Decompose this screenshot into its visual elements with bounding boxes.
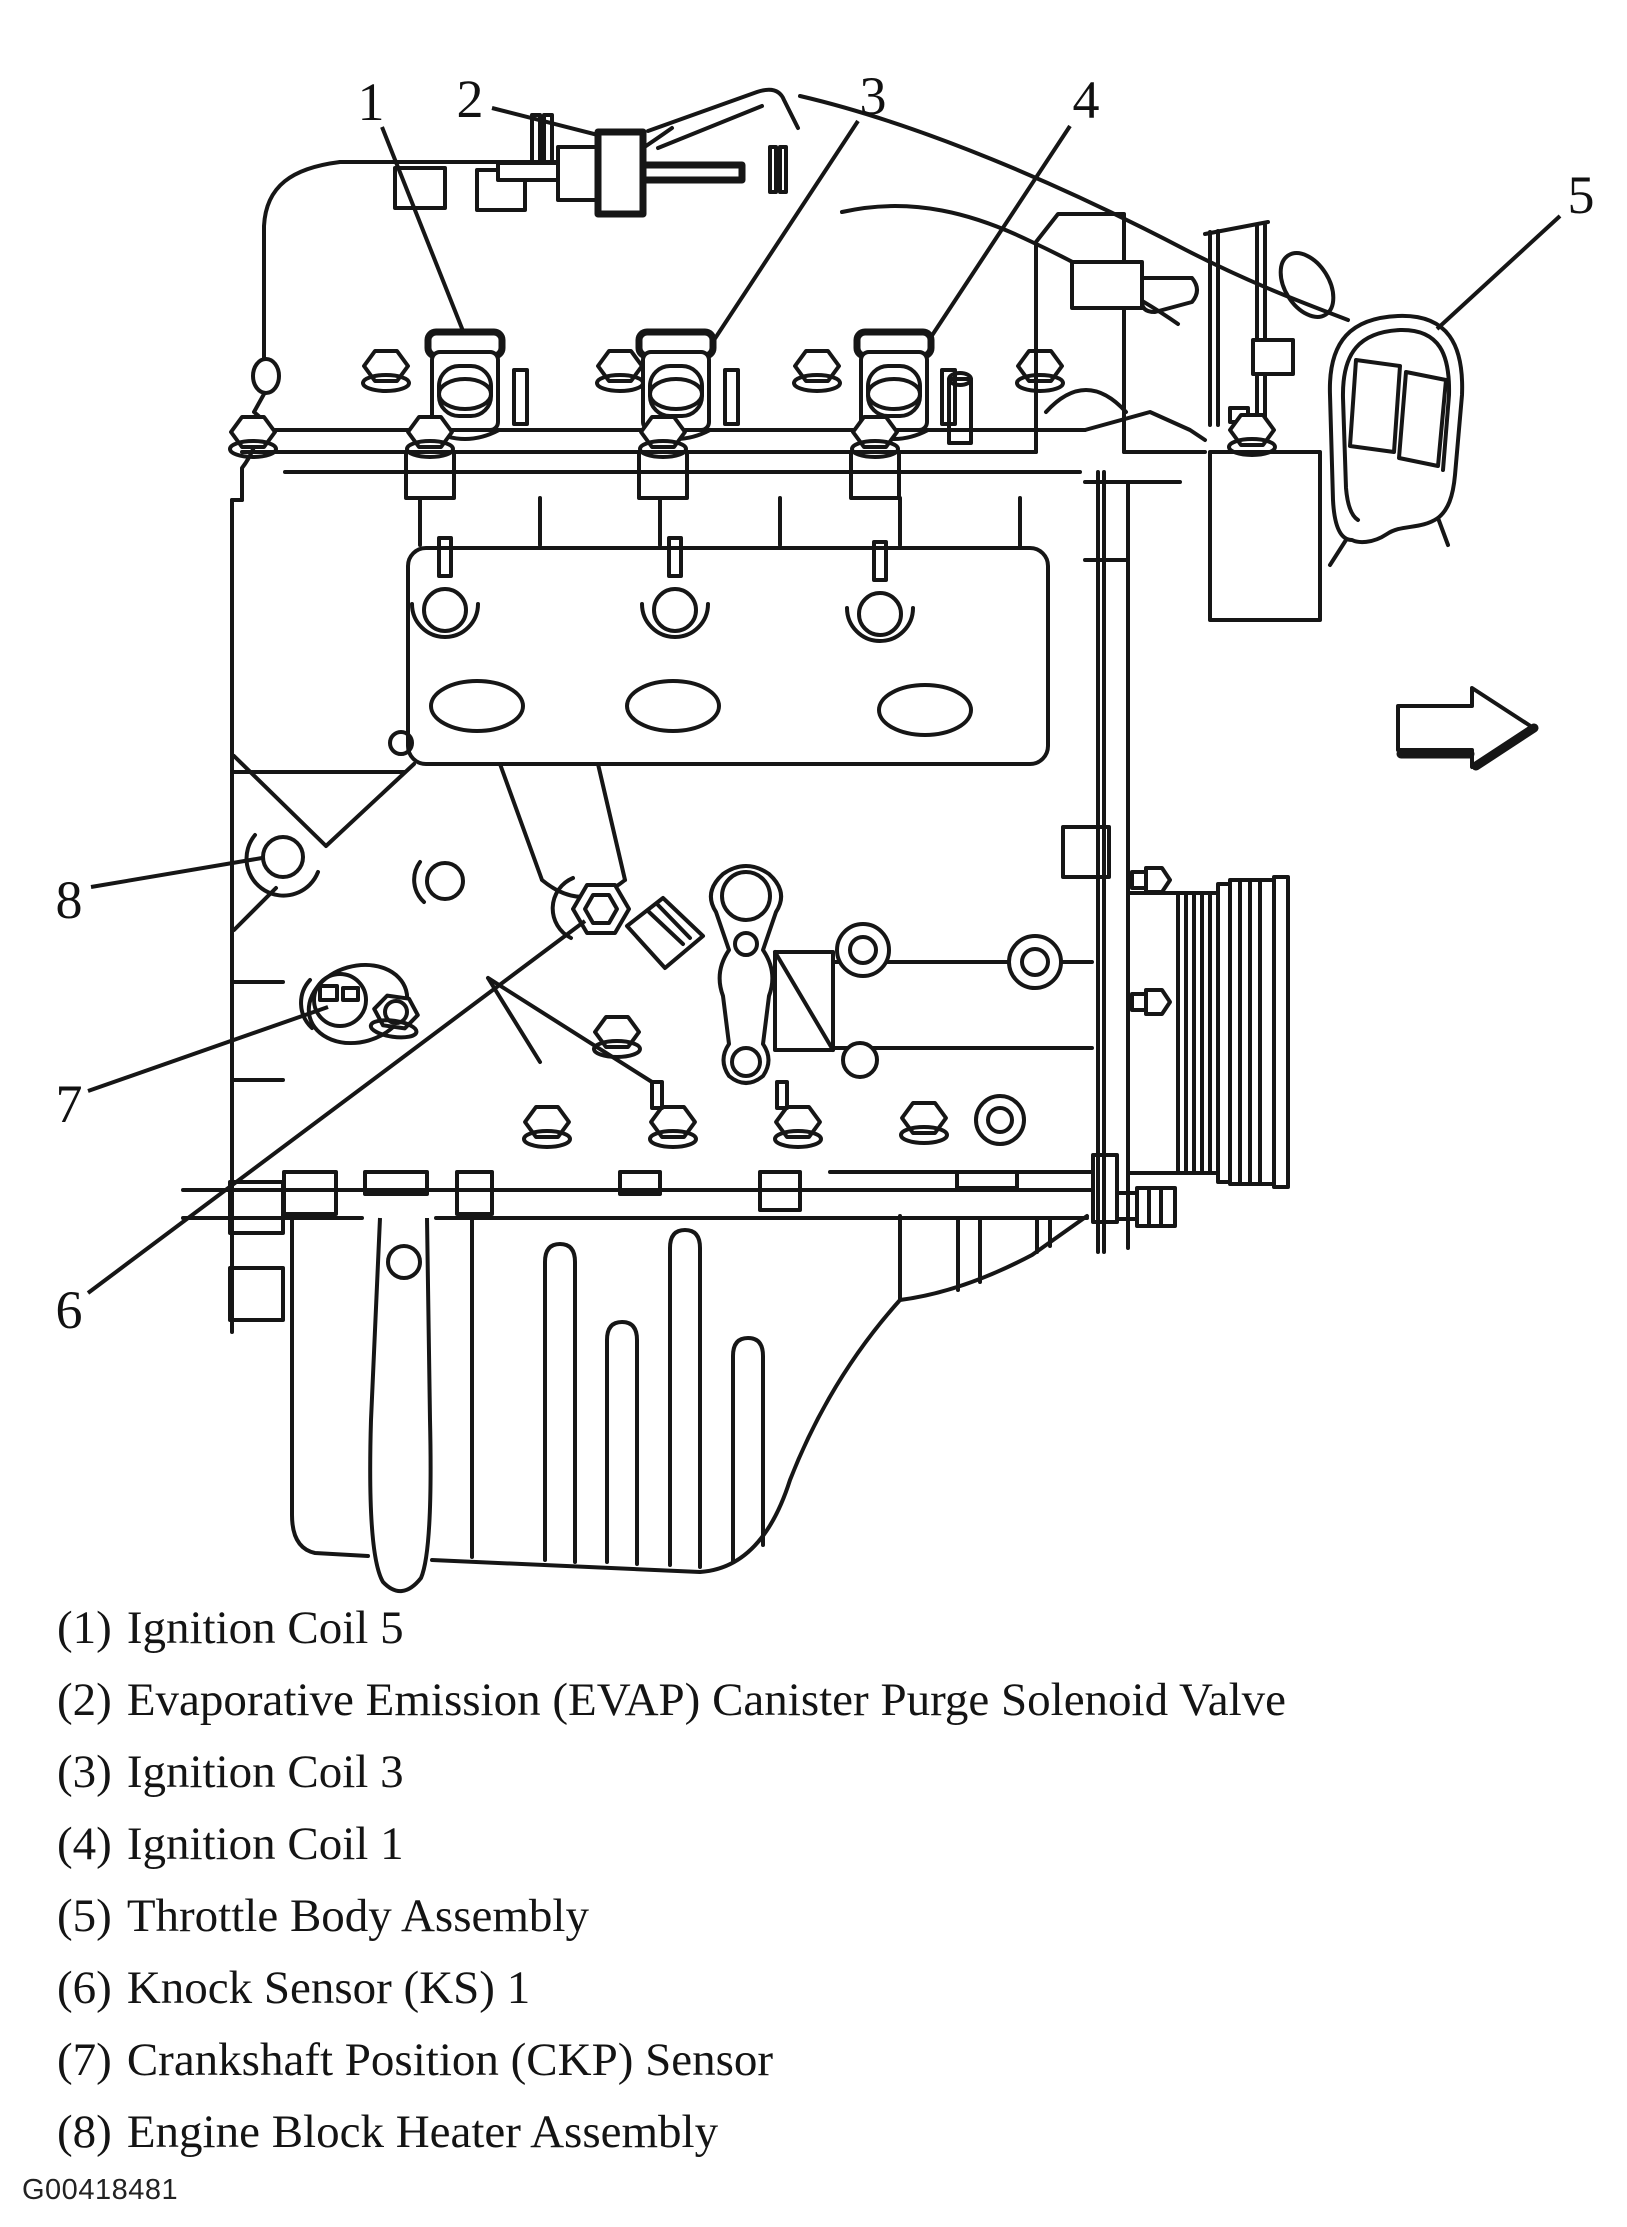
knock-sensor bbox=[550, 876, 705, 970]
callout-label-4: 4 bbox=[1073, 70, 1100, 130]
callout-label-7: 7 bbox=[56, 1074, 83, 1134]
legend-item-1: (1) Ignition Coil 5 bbox=[57, 1592, 1286, 1664]
exhaust-manifold bbox=[388, 536, 1050, 904]
legend-item-4: (4) Ignition Coil 1 bbox=[57, 1808, 1286, 1880]
legend-item-number: (1) bbox=[57, 1602, 112, 1654]
front-cover-plate bbox=[974, 470, 1182, 1254]
legend-item-2: (2) Evaporative Emission (EVAP) Canister … bbox=[57, 1664, 1286, 1736]
callout-label-3: 3 bbox=[860, 66, 887, 126]
throttle-body bbox=[1327, 313, 1465, 567]
legend-item-label: Knock Sensor (KS) 1 bbox=[126, 1962, 531, 2014]
figure-code: G00418481 bbox=[22, 2174, 179, 2206]
callout-label-2: 2 bbox=[457, 69, 484, 129]
intake-tower bbox=[947, 212, 1199, 454]
legend-item-number: (2) bbox=[57, 1674, 112, 1726]
legend-item-5: (5) Throttle Body Assembly bbox=[57, 1880, 1286, 1952]
crankshaft-position-sensor bbox=[299, 962, 423, 1046]
legend-item-label: Crankshaft Position (CKP) Sensor bbox=[126, 2034, 774, 2086]
legend-item-number: (8) bbox=[57, 2106, 112, 2158]
leader-line-5 bbox=[1435, 214, 1562, 331]
leader-line-3 bbox=[712, 119, 860, 342]
cylinder-head bbox=[228, 410, 1207, 550]
engine-block-heater bbox=[244, 833, 320, 898]
legend-item-label: Ignition Coil 5 bbox=[126, 1602, 404, 1654]
legend-item-3: (3) Ignition Coil 3 bbox=[57, 1736, 1286, 1808]
oil-pan bbox=[181, 1170, 1095, 1593]
callout-label-5: 5 bbox=[1568, 165, 1595, 225]
engine-block bbox=[228, 498, 1094, 1334]
callout-label-8: 8 bbox=[56, 870, 83, 930]
legend-item-8: (8) Engine Block Heater Assembly bbox=[57, 2096, 1286, 2168]
leader-line-4 bbox=[929, 124, 1072, 339]
legend-item-number: (3) bbox=[57, 1746, 112, 1798]
callout-label-1: 1 bbox=[358, 72, 385, 132]
legend-item-6: (6) Knock Sensor (KS) 1 bbox=[57, 1952, 1286, 2024]
throttle-bracket bbox=[1203, 220, 1336, 622]
leader-line-8 bbox=[90, 856, 263, 889]
legend-item-number: (5) bbox=[57, 1890, 112, 1942]
legend-item-label: Ignition Coil 3 bbox=[126, 1746, 404, 1798]
legend-item-label: Ignition Coil 1 bbox=[126, 1818, 404, 1870]
leader-line-1 bbox=[380, 126, 465, 332]
leader-line-6 bbox=[86, 919, 587, 1295]
legend-item-label: Engine Block Heater Assembly bbox=[126, 2106, 719, 2158]
legend-item-7: (7) Crankshaft Position (CKP) Sensor bbox=[57, 2024, 1286, 2096]
crankshaft-pulley bbox=[1126, 875, 1290, 1189]
leader-line-7 bbox=[87, 1005, 329, 1093]
legend-item-number: (7) bbox=[57, 2034, 112, 2086]
legend-item-number: (6) bbox=[57, 1962, 112, 2014]
parts-legend: (1) Ignition Coil 5 (2) Evaporative Emissio… bbox=[57, 1592, 1286, 2168]
leader-line-2 bbox=[491, 106, 599, 137]
callout-label-6: 6 bbox=[56, 1280, 83, 1340]
legend-item-label: Evaporative Emission (EVAP) Canister Pur… bbox=[126, 1674, 1287, 1726]
evap-purge-solenoid bbox=[496, 87, 800, 218]
legend-item-label: Throttle Body Assembly bbox=[126, 1890, 589, 1942]
callout-leader-lines bbox=[86, 106, 1562, 1295]
direction-arrow bbox=[1396, 686, 1539, 771]
legend-item-number: (4) bbox=[57, 1818, 112, 1870]
callout-numbers: 1 2 3 4 5 6 7 8 bbox=[56, 66, 1595, 1340]
